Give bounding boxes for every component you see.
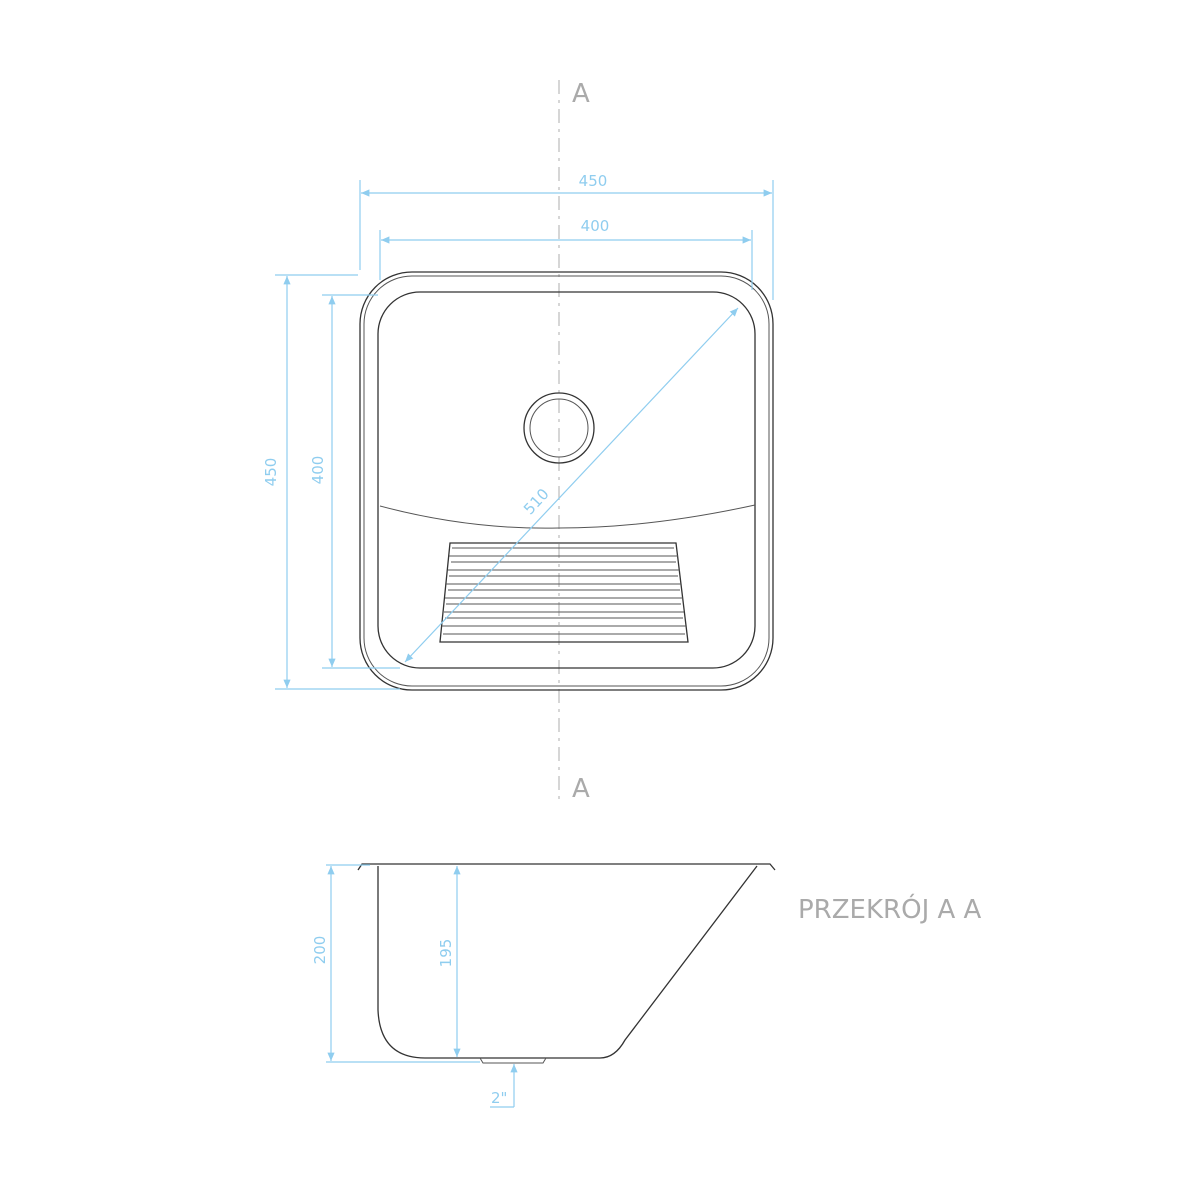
washboard-grate: [439, 542, 689, 643]
sink-plan-view: [359, 271, 774, 691]
dimension-depth-inner: 400: [309, 294, 400, 669]
sink-basin: [377, 291, 756, 669]
svg-text:400: 400: [309, 456, 327, 485]
svg-text:2": 2": [491, 1089, 507, 1107]
svg-text:450: 450: [579, 172, 608, 190]
drain-outlet: [479, 1057, 547, 1064]
sink-section-view: [357, 863, 776, 1064]
svg-text:200: 200: [311, 936, 329, 965]
section-mark-top: A: [572, 79, 590, 109]
svg-text:400: 400: [581, 217, 610, 235]
dimension-drain: 2": [490, 1064, 518, 1108]
section-title: PRZEKRÓJ A A: [798, 893, 982, 925]
dimension-width-outer: 450: [359, 172, 774, 300]
dimension-width-inner: 400: [379, 217, 753, 290]
sink-outer-rim: [359, 271, 774, 691]
section-mark-bottom: A: [572, 774, 590, 804]
dimension-diagonal: 510: [404, 307, 739, 663]
dimension-height-inner: 195: [437, 866, 461, 1057]
dimension-depth-outer: 450: [262, 274, 400, 690]
svg-text:510: 510: [520, 485, 553, 518]
svg-text:195: 195: [437, 939, 455, 968]
svg-text:450: 450: [262, 458, 280, 487]
dimension-height-total: 200: [311, 864, 480, 1063]
washboard-edge: [379, 504, 756, 529]
